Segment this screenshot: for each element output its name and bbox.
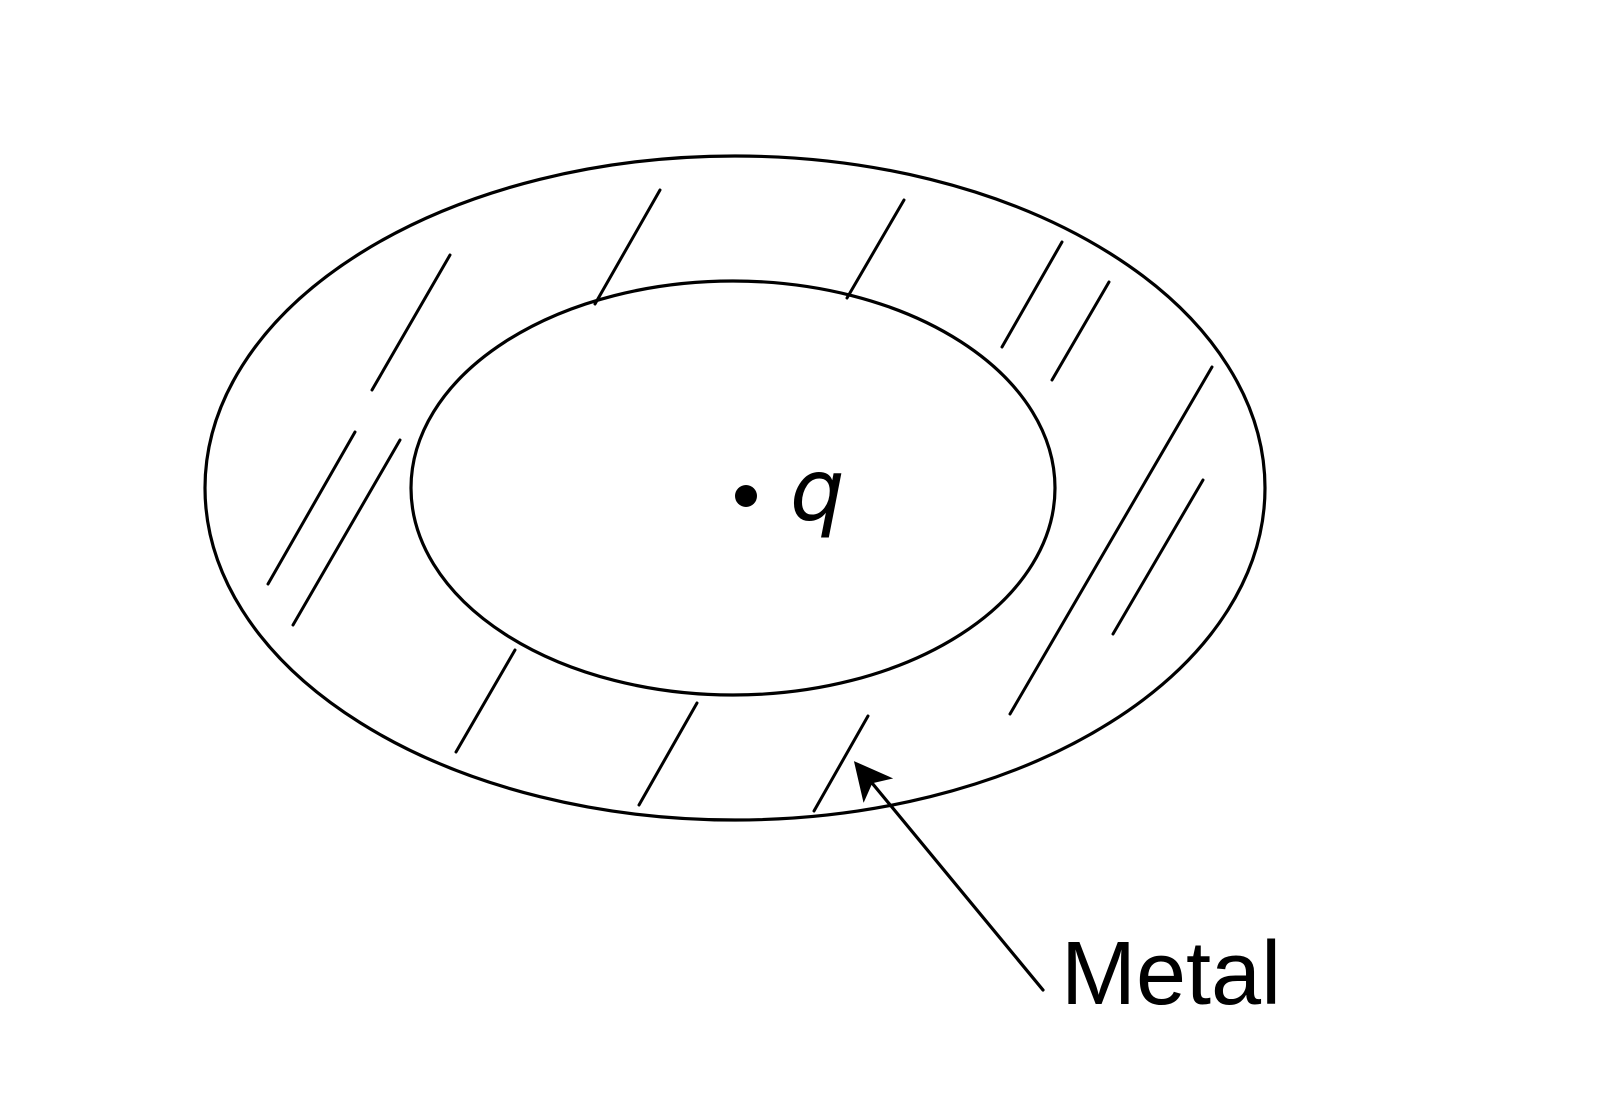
metal-hatching xyxy=(266,188,1214,813)
metal-label: Metal xyxy=(1061,924,1281,1024)
pointer-arrow xyxy=(853,761,1045,992)
hatch-line xyxy=(370,253,452,392)
hatch-line xyxy=(812,714,870,813)
hatch-line xyxy=(1050,280,1111,382)
point-charge-dot xyxy=(735,485,757,507)
hatch-line xyxy=(1000,240,1064,349)
hatch-line xyxy=(637,701,699,807)
hatch-line xyxy=(454,648,517,754)
charge-label: q xyxy=(790,441,845,541)
outer-shell-boundary xyxy=(203,154,1267,822)
hatch-line xyxy=(845,198,906,300)
hatch-line xyxy=(1111,478,1205,636)
hatch-line xyxy=(1008,365,1214,716)
hatch-line xyxy=(266,430,357,586)
hatch-line xyxy=(291,438,402,627)
hatch-line xyxy=(593,188,662,306)
inner-cavity-boundary xyxy=(409,279,1057,697)
